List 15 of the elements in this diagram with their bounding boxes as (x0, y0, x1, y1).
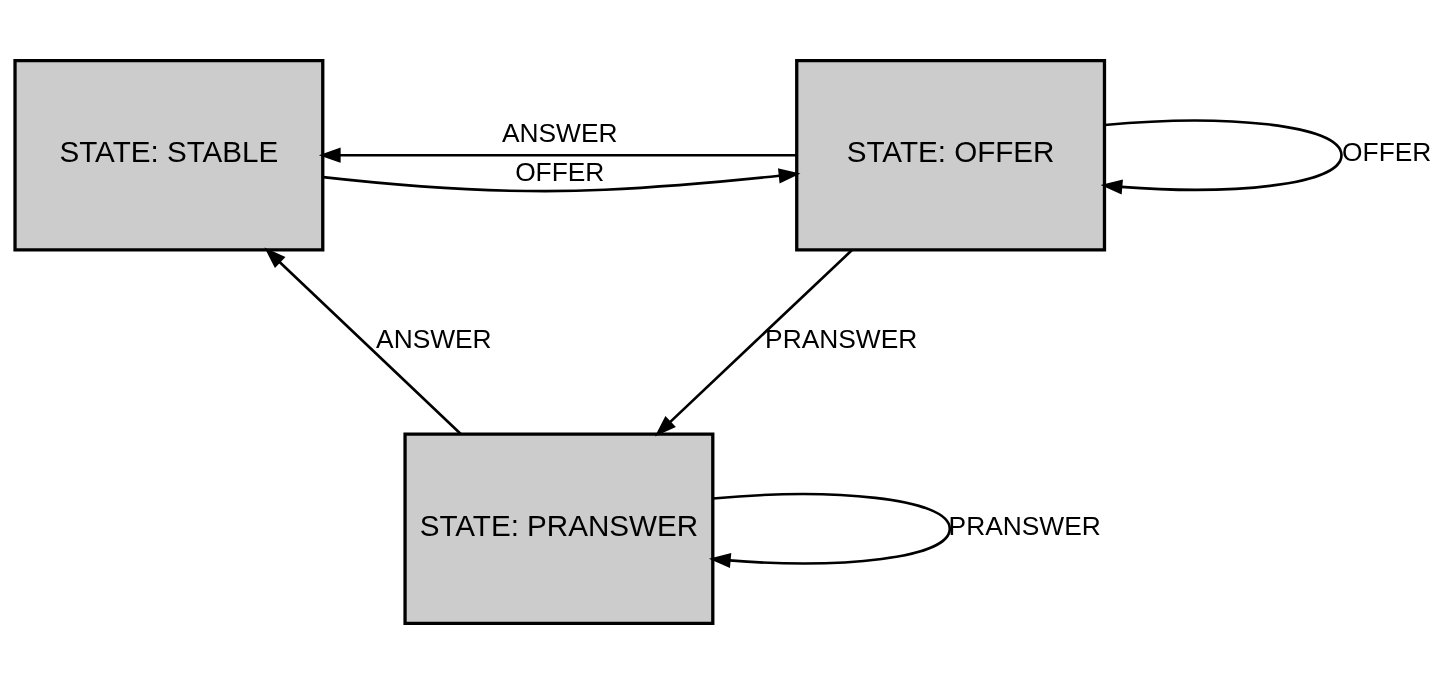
arrow (323, 168, 801, 193)
edge-label: ANSWER (376, 324, 492, 355)
edge-label: PRANSWER (765, 324, 918, 355)
node-box: STATE: STABLE (13, 58, 325, 252)
arrow (708, 492, 952, 569)
edge-label: OFFER (1342, 137, 1432, 168)
arrow (1100, 119, 1343, 195)
node-box: STATE: OFFER (795, 58, 1107, 252)
arrow (654, 249, 853, 437)
edge-label: ANSWER (501, 117, 618, 148)
node-box: STATE: PRANSWER (403, 432, 715, 626)
arrow (264, 247, 462, 435)
arrow (318, 147, 797, 163)
edge-label: OFFER (515, 157, 605, 188)
edge-label: PRANSWER (948, 511, 1101, 542)
